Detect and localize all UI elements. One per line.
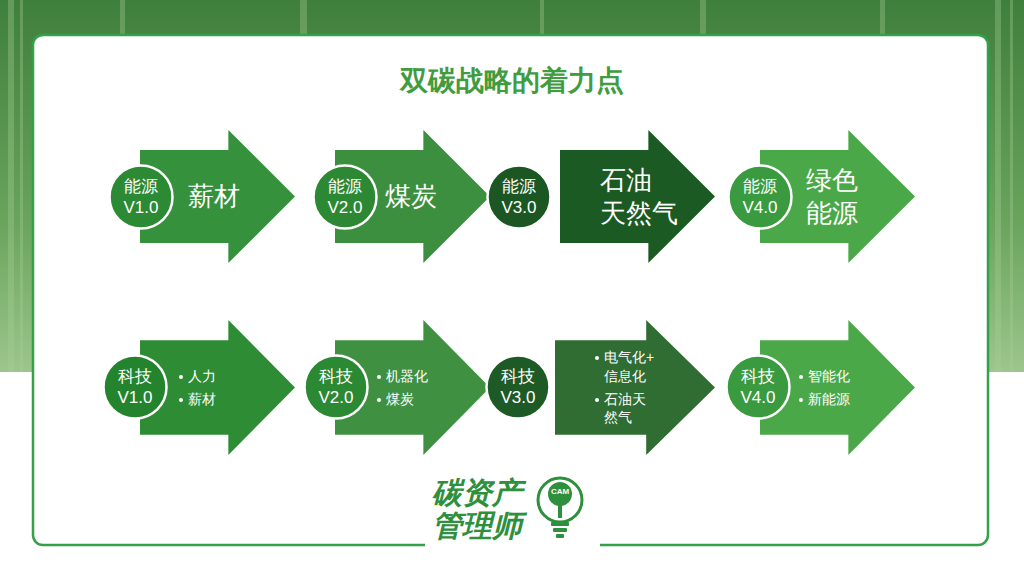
arrow-label: 薪材 (188, 180, 278, 213)
bullet-item: 机器化 (376, 367, 456, 386)
version-circle: 能源 V2.0 (312, 164, 378, 230)
panel (33, 35, 988, 545)
version-label: 能源 V2.0 (322, 176, 368, 219)
bullet-item: 电气化+ 信息化 (594, 348, 660, 386)
version-circle: 能源 V3.0 (486, 164, 552, 230)
circle-shape (485, 354, 551, 420)
arrow-label: 绿色 能源 (806, 164, 868, 229)
arrow-shape (560, 130, 715, 263)
bulb-icon (538, 478, 582, 538)
bullet-item: 人力 (178, 367, 258, 386)
circle-shape (102, 354, 168, 420)
version-circle: 科技 V4.0 (725, 354, 791, 420)
version-label: 科技 V1.0 (112, 366, 158, 409)
version-label: 能源 V4.0 (737, 176, 783, 219)
arrow-label: 煤炭 (385, 180, 475, 213)
version-label: 科技 V2.0 (313, 366, 359, 409)
logo-badge: CAM (545, 488, 575, 497)
circle-shape (108, 164, 174, 230)
arrow-label: 石油 天然气 (600, 164, 684, 229)
circle-shape (727, 164, 793, 230)
circle-shape (312, 164, 378, 230)
version-label: 科技 V3.0 (495, 366, 541, 409)
version-circle: 科技 V2.0 (303, 354, 369, 420)
slide-title: 双碳战略的着力点 (0, 62, 1024, 100)
bullet-item: 煤炭 (376, 390, 456, 409)
bullet-item: 薪材 (178, 390, 258, 409)
version-label: 科技 V4.0 (735, 366, 781, 409)
version-circle: 能源 V4.0 (727, 164, 793, 230)
version-label: 能源 V1.0 (118, 176, 164, 219)
bullet-item: 石油天 然气 (594, 390, 660, 428)
circle-shape (486, 164, 552, 230)
circle-shape (725, 354, 791, 420)
stage-arrow: 电气化+ 信息化石油天 然气 (555, 320, 715, 455)
version-circle: 科技 V1.0 (102, 354, 168, 420)
stage-arrow: 石油 天然气 (560, 130, 715, 263)
version-circle: 能源 V1.0 (108, 164, 174, 230)
arrow-shape (555, 320, 715, 455)
bullet-item: 新能源 (798, 390, 878, 409)
version-circle: 科技 V3.0 (485, 354, 551, 420)
logo-text: 碳资产 管理师 (432, 476, 532, 542)
circle-shape (303, 354, 369, 420)
version-label: 能源 V3.0 (496, 176, 542, 219)
bullet-item: 智能化 (798, 367, 878, 386)
